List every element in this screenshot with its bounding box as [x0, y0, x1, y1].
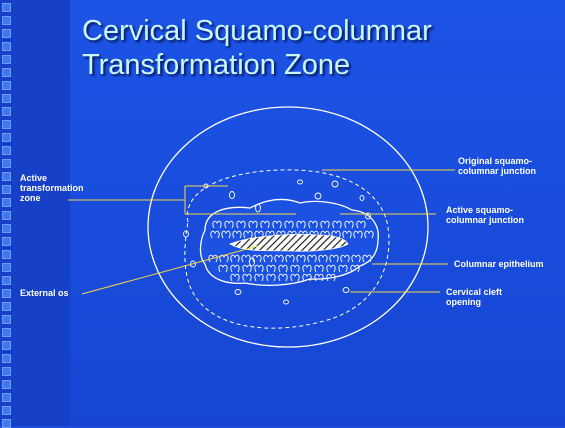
cleft-opening	[298, 180, 303, 184]
label-active-transformation-zone: Active transformation zone	[20, 173, 84, 203]
cleft-opening	[235, 290, 241, 295]
cleft-opening	[332, 181, 338, 187]
label-cleft-opening: Cervical cleft opening	[446, 287, 502, 307]
label-original-junction: Original squamo- columnar junction	[458, 156, 536, 176]
label-columnar-epithelium: Columnar epithelium	[454, 259, 544, 269]
cleft-opening	[315, 193, 321, 199]
label-external-os: External os	[20, 288, 69, 298]
cleft-opening	[360, 196, 364, 201]
cleft-opening	[284, 300, 289, 304]
cleft-opening	[230, 192, 235, 199]
label-active-junction: Active squamo- columnar junction	[446, 205, 524, 225]
cleft-opening	[343, 288, 349, 293]
